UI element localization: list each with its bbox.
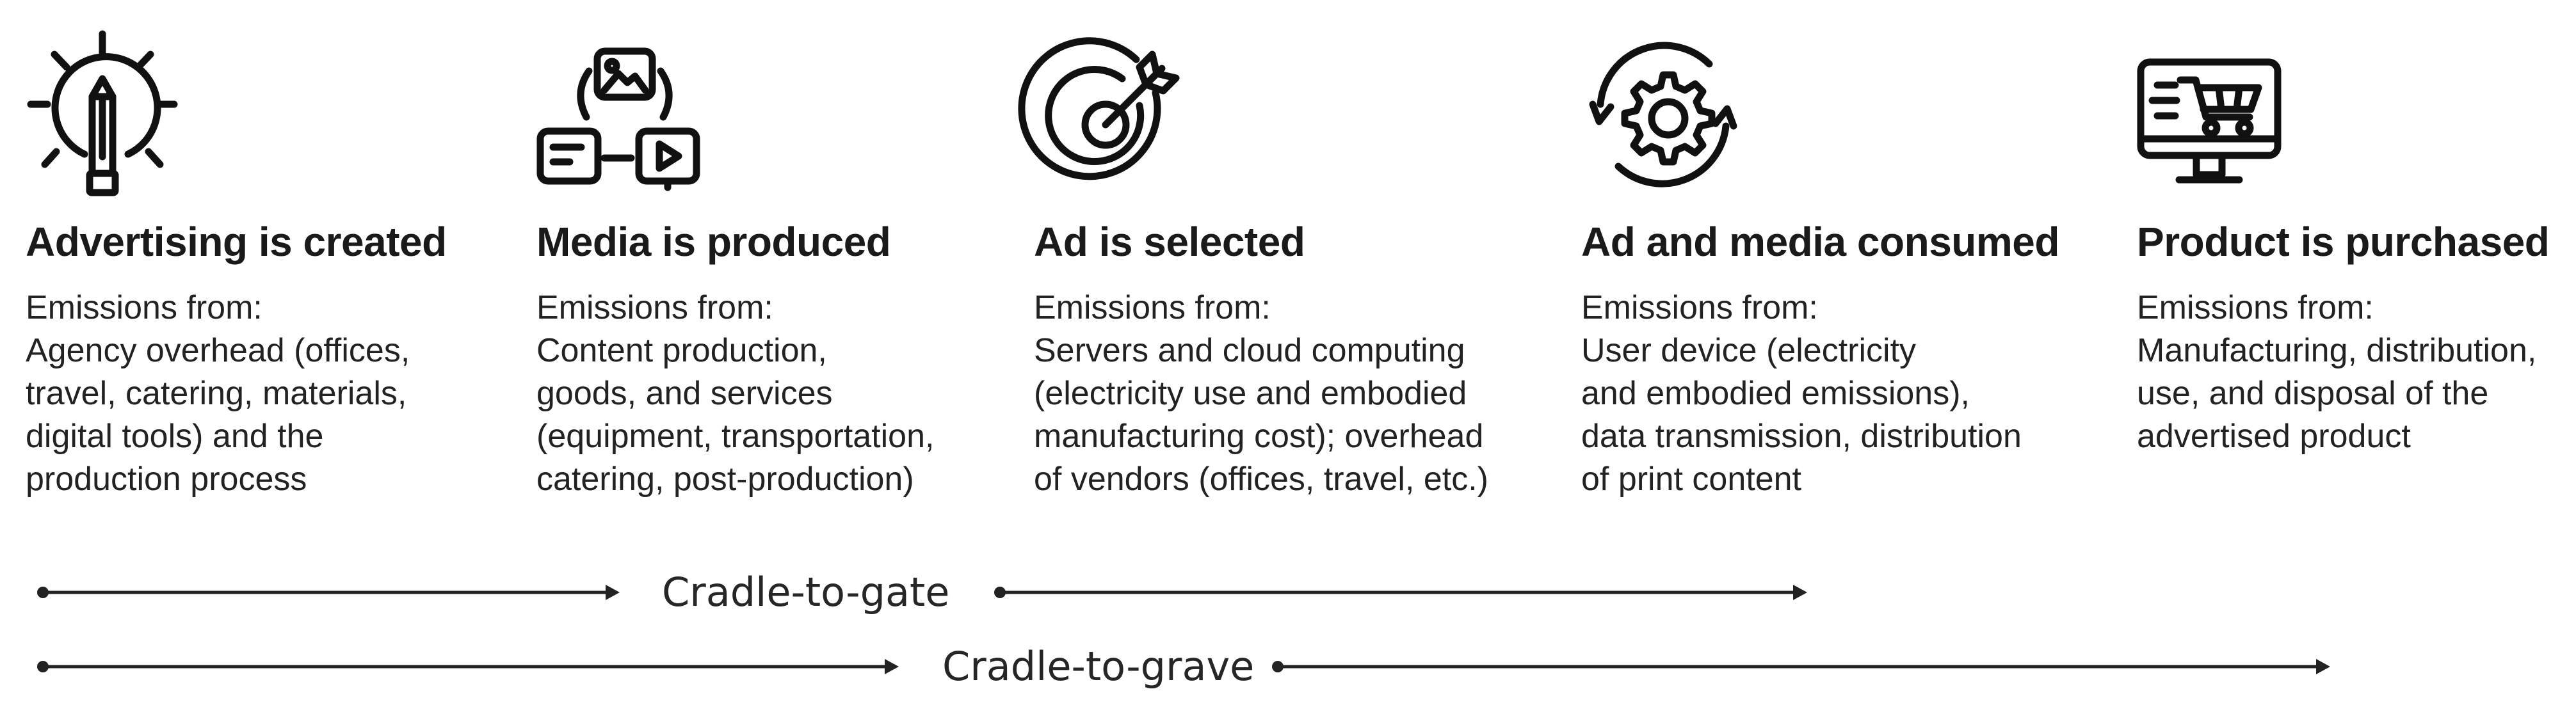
- stage-description: Agency overhead (offices, travel, cateri…: [26, 332, 410, 498]
- cradle-to-grave-label: Cradle-to-grave: [942, 643, 1255, 690]
- stage-description: User device (electricity and embodied em…: [1581, 332, 2022, 498]
- gear-cycle-icon: [1581, 29, 1748, 202]
- stage-title: Product is purchased: [2137, 219, 2550, 265]
- media-content-icon: [536, 29, 703, 202]
- stage-description: Manufacturing, distribution, use, and di…: [2137, 332, 2537, 455]
- stage-title: Advertising is created: [26, 219, 447, 265]
- cradle-to-gate-label: Cradle-to-gate: [662, 569, 950, 615]
- monitor-cart-icon: [2137, 29, 2303, 202]
- target-dart-icon: [1018, 29, 1200, 202]
- stage-title: Media is produced: [536, 219, 891, 265]
- stage-lead: Emissions from:: [1034, 289, 1271, 326]
- stage-description: Content production, goods, and services …: [536, 332, 935, 498]
- stage-lead: Emissions from:: [1581, 289, 1818, 326]
- stage-lead: Emissions from:: [26, 289, 262, 326]
- stage-title: Ad is selected: [1034, 219, 1305, 265]
- stage-lead: Emissions from:: [536, 289, 773, 326]
- lightbulb-pencil-icon: [26, 29, 192, 202]
- cradle-to-grave-arrow: [37, 659, 2330, 674]
- cradle-to-gate-arrow: [37, 585, 1807, 600]
- stage-lead: Emissions from:: [2137, 289, 2374, 326]
- stage-title: Ad and media consumed: [1581, 219, 2059, 265]
- stage-description: Servers and cloud computing (electricity…: [1034, 332, 1488, 498]
